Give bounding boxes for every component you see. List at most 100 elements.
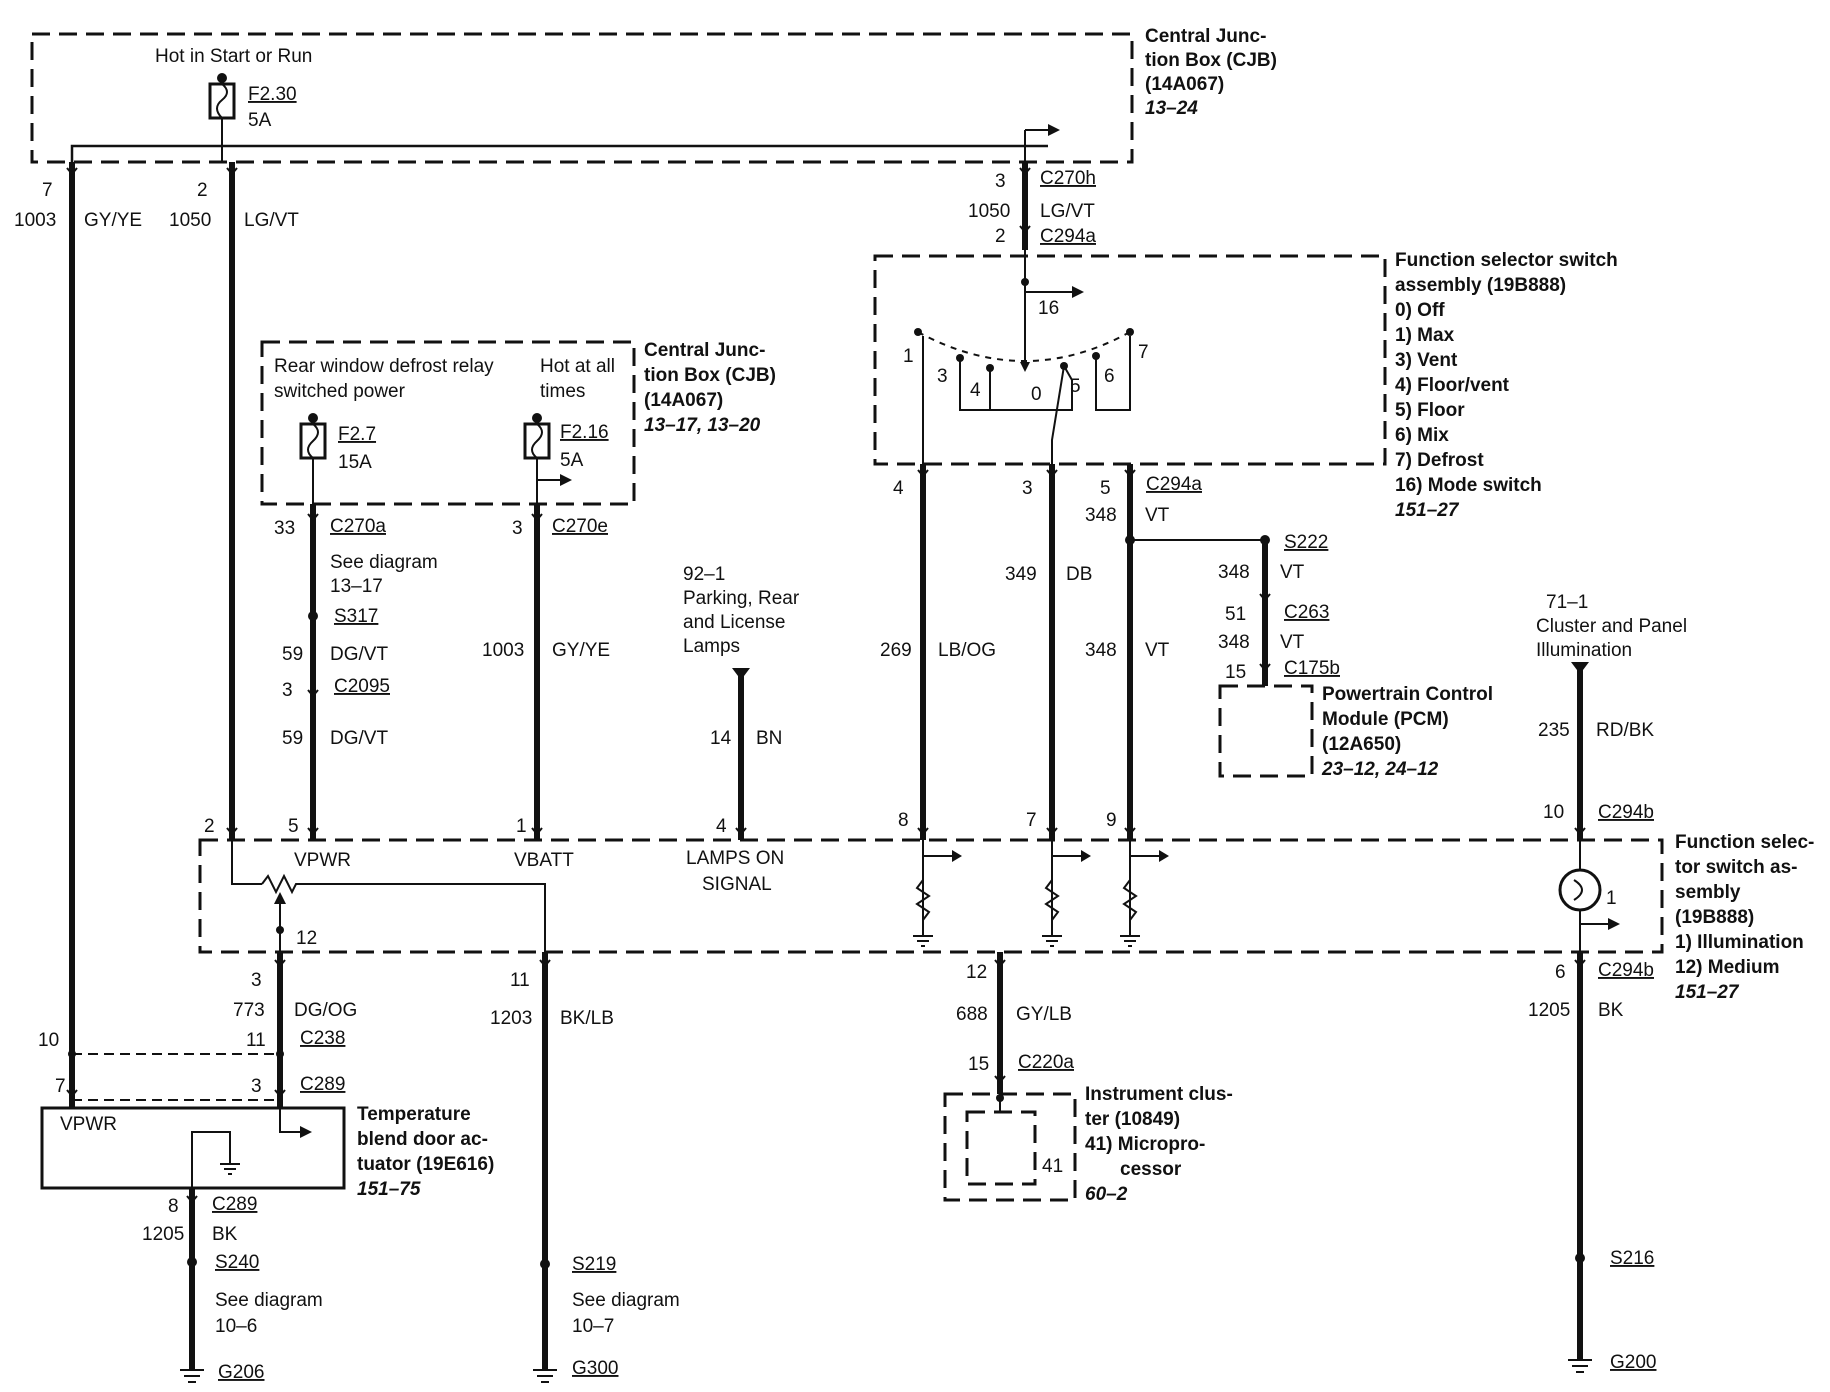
c289-connector-top: C289 xyxy=(300,1074,345,1095)
pos-6: 6 xyxy=(1104,366,1115,387)
cjb-internal-bus xyxy=(70,144,1048,162)
fss-bottom-title-3: sembly xyxy=(1675,882,1741,903)
see-diagram-106-b: 10–6 xyxy=(215,1316,257,1337)
pin-7-top: 7 xyxy=(42,180,53,201)
relay-label-2: switched power xyxy=(274,381,406,402)
pin-2-top: 2 xyxy=(197,180,208,201)
contact-349-arrow-icon xyxy=(1081,850,1091,862)
function-selector-switch-top: 16 1 3 4 0 5 6 7 4 3 5 C294a xyxy=(893,250,1202,499)
pcm-title-1: Powertrain Control xyxy=(1322,684,1493,705)
contact-269-arrow-icon xyxy=(952,850,962,862)
switch-lead-3-4 xyxy=(959,358,1073,411)
pcm-circuit-1: 348 xyxy=(1218,562,1250,583)
fuse-terminal-dot xyxy=(217,73,227,83)
c270h-color: LG/VT xyxy=(1040,201,1095,222)
cjb-top-ref: 13–24 xyxy=(1145,98,1198,119)
color-gy-ye-vbatt: GY/YE xyxy=(552,640,610,661)
actuator-signal-lead xyxy=(279,1108,300,1133)
circuit-269: 269 xyxy=(880,640,912,661)
illumination-group: 71–1 Cluster and Panel Illumination 235 … xyxy=(1536,592,1687,741)
fuse-f216: F2.16 xyxy=(560,422,609,443)
cjb-top-title-1: Central Junc- xyxy=(1145,26,1266,47)
fuse-f27-amps: 15A xyxy=(338,452,372,473)
c2095-pin: 3 xyxy=(282,680,293,701)
contact-348-arrow-icon xyxy=(1159,850,1169,862)
fss-bottom-item-12: 12) Medium xyxy=(1675,957,1780,978)
c175b-pin: 15 xyxy=(1225,662,1246,683)
s219-splice xyxy=(540,1259,550,1269)
pcm-color-2: VT xyxy=(1280,632,1305,653)
fuse-element xyxy=(216,83,228,119)
fss-bottom-title-1: Function selec- xyxy=(1675,832,1814,853)
fss-pin-1: 1 xyxy=(516,816,527,837)
ground-g300-icon xyxy=(533,1369,557,1383)
circuit-348-b: 348 xyxy=(1085,640,1117,661)
pot-node xyxy=(276,926,284,934)
c294b-connector-bottom: C294b xyxy=(1598,960,1654,981)
lamps-ref: 92–1 xyxy=(683,564,725,585)
pcm-group: S222 348 VT 51 C263 348 VT 15 C175b Powe… xyxy=(1218,532,1493,780)
fss-bottom-ref: 151–27 xyxy=(1675,982,1740,1003)
c270a-pin: 33 xyxy=(274,518,295,539)
fss-pin-4: 4 xyxy=(716,816,727,837)
actuator-vpwr: VPWR xyxy=(60,1114,117,1135)
illum-ref: 71–1 xyxy=(1546,592,1588,613)
ground-g300-label: G300 xyxy=(572,1358,618,1379)
s317-label: S317 xyxy=(334,606,378,627)
fss-pin-9: 9 xyxy=(1106,810,1117,831)
vbatt-label: VBATT xyxy=(514,850,574,871)
fss-bottom-title-2: tor switch as- xyxy=(1675,857,1797,878)
color-rd-bk: RD/BK xyxy=(1596,720,1654,741)
pin-11-ground: 11 xyxy=(510,970,530,991)
c2095-connector: C2095 xyxy=(334,676,390,697)
cluster-title-1: Instrument clus- xyxy=(1085,1084,1233,1105)
ground-g206-label: G206 xyxy=(218,1362,264,1383)
cjb-top-box xyxy=(30,32,1134,164)
actuator-pin-11: 11 xyxy=(246,1030,266,1051)
fuse-f216-element xyxy=(531,423,543,459)
fss-pin-7: 7 xyxy=(1026,810,1037,831)
cjb-mid-ref: 13–17, 13–20 xyxy=(644,415,761,436)
actuator-pin-3b: 3 xyxy=(251,1076,262,1097)
fss-item-mix: 6) Mix xyxy=(1395,425,1449,446)
ground-mid-group: 11 1203 BK/LB S219 See diagram 10–7 G300 xyxy=(490,970,680,1383)
actuator-ground-icon xyxy=(220,1163,240,1175)
lamps-on-signal-2: SIGNAL xyxy=(702,874,772,895)
cluster-title-3: 41) Micropro- xyxy=(1085,1134,1205,1155)
circuit-14: 14 xyxy=(710,728,732,749)
fss-top-title-2: assembly (19B888) xyxy=(1395,275,1566,296)
cjb-top: Hot in Start or Run F2.30 5A Central Jun… xyxy=(155,26,1277,131)
fss-item-max: 1) Max xyxy=(1395,325,1455,346)
connector-marks xyxy=(66,167,1586,1204)
circuit-348-a: 348 xyxy=(1085,505,1117,526)
c238-node-left xyxy=(68,1050,76,1058)
instrument-cluster: 12 688 GY/LB 15 C220a 41 Instrument clus… xyxy=(956,962,1233,1205)
c289-connector-bottom: C289 xyxy=(212,1194,257,1215)
fss-bottom: 2 5 1 4 8 7 9 10 C294b VPWR VBATT LAMPS … xyxy=(204,802,1654,952)
circuit-688: 688 xyxy=(956,1004,988,1025)
circuit-1003-top: 1003 xyxy=(14,210,56,231)
fss-bottom-legend: Function selec- tor switch as- sembly (1… xyxy=(1675,832,1814,1003)
actuator-ground-lead xyxy=(191,1131,231,1188)
s216-splice xyxy=(1575,1253,1585,1263)
pcm-color-1: VT xyxy=(1280,562,1305,583)
c270a-connector: C270a xyxy=(330,516,386,537)
cluster-ref: 60–2 xyxy=(1085,1184,1128,1205)
cluster-box-inner xyxy=(965,1110,1037,1186)
c294a-pin-top: 2 xyxy=(995,226,1006,247)
resistor-269 xyxy=(915,879,931,936)
ground-g206-icon xyxy=(180,1369,204,1383)
fss-top-title-1: Function selector switch xyxy=(1395,250,1618,271)
color-dg-vt-a: DG/VT xyxy=(330,644,388,665)
color-bn: BN xyxy=(756,728,782,749)
ground-g200-label: G200 xyxy=(1610,1352,1656,1373)
c270e-pin: 3 xyxy=(512,518,523,539)
pos-7: 7 xyxy=(1138,342,1149,363)
pos-0: 0 xyxy=(1031,384,1042,405)
bus-arrow-icon xyxy=(1048,124,1060,136)
resistor-348 xyxy=(1122,879,1138,936)
fss-out-pin-4: 4 xyxy=(893,478,904,499)
fuse-f230-amps: 5A xyxy=(248,110,272,131)
cluster-title-4: cessor xyxy=(1120,1159,1182,1180)
actuator-title-2: blend door ac- xyxy=(357,1129,488,1150)
